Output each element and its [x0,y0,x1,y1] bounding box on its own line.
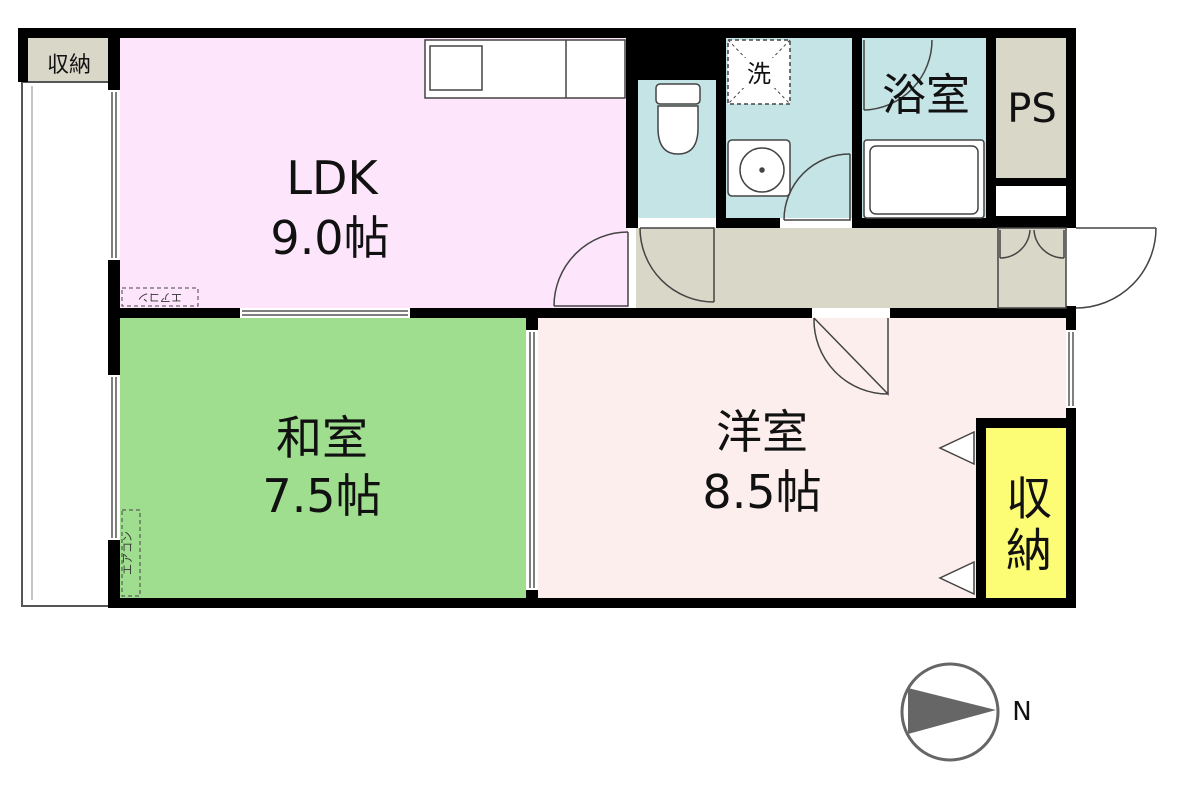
bathtub [863,139,985,219]
compass-label: N [1012,697,1031,727]
ps-floor [996,38,1068,180]
ps-label: PS [1007,86,1057,132]
aircon-ldk-label: エアコン [138,291,182,304]
youshitsu-name: 洋室 [716,405,808,459]
washbasin [727,139,791,197]
ldk-name: LDK [286,151,379,205]
window-frames [111,92,1074,588]
aircon-washitsu-label: エアコン [121,531,134,575]
storage-small-floor [26,38,110,82]
closet-floor [986,426,1066,600]
shoe-closet [997,227,1067,309]
kitchen-counter [424,39,626,99]
ldk-size: 9.0帖 [270,211,389,265]
hall-floor [636,228,1068,310]
toilet-fixture [655,83,701,155]
north-arrow-icon [900,662,1000,762]
washitsu-size: 7.5帖 [262,469,381,523]
doors [553,39,1157,396]
closet-label: 収納 [999,474,1053,578]
aircon-ldk-box [121,287,199,307]
laundry-label: 洗 [747,60,771,88]
closet-doors [938,430,975,596]
youshitsu-size: 8.5帖 [702,465,821,519]
openings [108,90,1076,590]
balcony [21,81,115,607]
washitsu-floor [118,318,528,600]
bath-label: 浴室 [882,70,970,121]
aircon-washitsu-box [121,509,141,597]
storage-small-label: 収納 [47,53,91,78]
washitsu-name: 和室 [276,411,368,465]
